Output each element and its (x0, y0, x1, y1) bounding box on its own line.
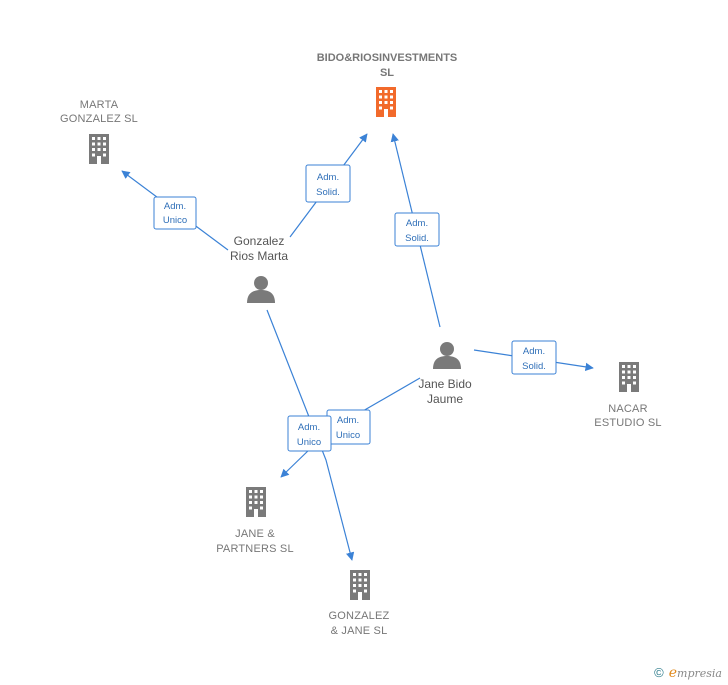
building-icon (246, 487, 266, 517)
person-icon (433, 342, 461, 369)
node-gr-line1: Gonzalez (234, 234, 285, 248)
edge-label-line1: Adm. (337, 415, 359, 426)
node-marta-gonzalez[interactable]: MARTA GONZALEZ SL (60, 99, 138, 164)
person-icon (247, 276, 275, 303)
node-main-company[interactable]: BIDO&RIOSINVESTMENTS SL (317, 52, 458, 117)
edge-label-jb-main: Adm. Solid. (394, 212, 440, 247)
edge-label-line2: Unico (336, 430, 360, 441)
edge-label-line2: Solid. (522, 361, 546, 372)
building-icon (89, 134, 109, 164)
node-gonzalez-jane[interactable]: GONZALEZ & JANE SL (329, 570, 390, 637)
edge-label-line2: Unico (297, 437, 321, 448)
edge-label-line2: Unico (163, 215, 187, 226)
node-jp-line2: PARTNERS SL (216, 543, 294, 555)
node-nacar-line1: NACAR (608, 403, 648, 415)
edge-to-jp-line (280, 446, 313, 478)
node-jb-line1: Jane Bido (418, 377, 472, 391)
edge-label-jb-gj: Adm. Unico (326, 409, 371, 445)
node-gj-line2: & JANE SL (331, 625, 388, 637)
brand-logo-initial: e (668, 665, 678, 681)
building-icon (619, 362, 639, 392)
edge-label-line1: Adm. (523, 346, 545, 357)
edge-gr-jp-line (266, 309, 355, 561)
edge-label-line1: Adm. (406, 218, 428, 229)
copyright-icon: © (654, 665, 664, 680)
edge-label-line1: Adm. (164, 201, 186, 212)
building-icon (350, 570, 370, 600)
node-marta-line1: MARTA (80, 99, 119, 111)
footer-credit: © empresia (654, 665, 722, 681)
node-jane-partners[interactable]: JANE & PARTNERS SL (216, 487, 294, 555)
edge-label-gr-main: Adm. Solid. (305, 164, 351, 203)
node-gr-line2: Rios Marta (230, 249, 288, 263)
node-nacar-line2: ESTUDIO SL (594, 417, 661, 429)
building-icon (376, 87, 396, 117)
edge-label-gr-marta: Adm. Unico (153, 196, 197, 230)
edge-label-line1: Adm. (317, 172, 339, 183)
node-nacar-estudio[interactable]: NACAR ESTUDIO SL (594, 362, 662, 429)
brand-logo-text: mpresia (677, 667, 722, 680)
edge-label-gr-jp: Adm. Unico (287, 415, 332, 452)
node-gj-line1: GONZALEZ (329, 610, 390, 622)
node-jb-line2: Jaume (427, 392, 463, 406)
node-jane-bido[interactable]: Jane Bido Jaume (418, 342, 472, 406)
node-marta-line2: GONZALEZ SL (60, 113, 138, 125)
edge-label-line2: Solid. (405, 233, 429, 244)
node-main-name-line1: BIDO&RIOSINVESTMENTS (317, 52, 458, 64)
node-main-name-line2: SL (380, 67, 394, 79)
edge-label-line1: Adm. (298, 422, 320, 433)
node-gonzalez-rios[interactable]: Gonzalez Rios Marta (230, 234, 288, 303)
edge-label-jb-nacar: Adm. Solid. (511, 340, 557, 375)
node-jp-line1: JANE & (235, 528, 275, 540)
edge-label-line2: Solid. (316, 187, 340, 198)
